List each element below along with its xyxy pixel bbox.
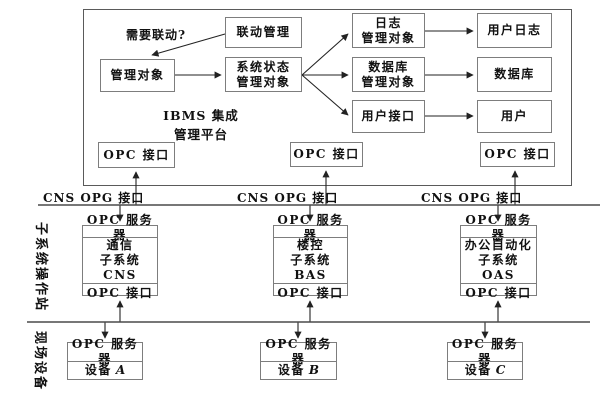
subsystem-opc-interface-label: OPC 接口 xyxy=(277,285,344,300)
node-linkage-management: 联动管理 xyxy=(225,17,302,48)
node-database-management-object: 数据库 管理对象 xyxy=(352,57,425,92)
platform-opc-interface-1: OPC 接口 xyxy=(98,142,175,168)
device-opc-server-label: OPC 服务器 xyxy=(451,336,519,366)
node-system-status-object: 系统状态 管理对象 xyxy=(225,57,302,92)
device-letter: A xyxy=(115,363,126,377)
platform-opc-interface-2: OPC 接口 xyxy=(290,142,363,167)
device-name-label: 设备 B xyxy=(261,360,336,380)
node-user: 用户 xyxy=(477,100,552,133)
bus-label-3: CNS OPG 接口 xyxy=(421,191,523,205)
subsystem-opc-server-label: OPC 服务器 xyxy=(86,213,154,242)
device-opc-server-label: OPC 服务器 xyxy=(265,336,332,366)
node-managed-object: 管理对象 xyxy=(100,59,175,92)
device-letter: B xyxy=(308,363,320,377)
subsystem-opc-server-label: OPC 服务器 xyxy=(277,213,344,242)
device-name-label: 设备 A xyxy=(68,360,142,380)
bus-label-1: CNS OPG 接口 xyxy=(43,191,145,205)
device-name-label: 设备 C xyxy=(448,360,522,380)
arrow-status-to-userif xyxy=(301,74,349,116)
device-box-c: OPC 服务器 设备 C xyxy=(447,336,523,380)
subsystem-box-bas: OPC 服务器 楼控 子系统 BAS OPC 接口 xyxy=(273,213,348,300)
subsystem-box-cns: OPC 服务器 通信 子系统 CNS OPC 接口 xyxy=(82,213,158,300)
device-letter: C xyxy=(495,363,506,377)
subsystem-box-oas: OPC 服务器 办公自动化 子系统 OAS OPC 接口 xyxy=(460,213,537,300)
device-box-a: OPC 服务器 设备 A xyxy=(67,336,143,380)
device-opc-server-label: OPC 服务器 xyxy=(71,336,139,366)
node-user-log: 用户日志 xyxy=(477,13,552,48)
subsystem-opc-interface-label: OPC 接口 xyxy=(86,285,154,300)
bus-label-2: CNS OPG 接口 xyxy=(237,191,339,205)
subsystem-opc-interface-label: OPC 接口 xyxy=(465,285,532,300)
subsystem-name-label: 楼控 子系统 BAS xyxy=(274,237,347,284)
subsystem-opc-server-label: OPC 服务器 xyxy=(465,213,532,242)
device-box-b: OPC 服务器 设备 B xyxy=(260,336,337,380)
device-prefix: 设备 xyxy=(464,363,492,377)
node-log-management-object: 日志 管理对象 xyxy=(352,13,425,48)
side-label-field-device: 现场设备 xyxy=(32,331,47,392)
side-label-subsystem-station: 子系统操作站 xyxy=(33,222,48,313)
arrow-linkage-to-managed xyxy=(151,33,226,57)
platform-opc-interface-3: OPC 接口 xyxy=(480,142,555,167)
subsystem-name-label: 办公自动化 子系统 OAS xyxy=(461,237,536,284)
device-prefix: 设备 xyxy=(277,363,305,377)
node-database: 数据库 xyxy=(477,57,552,92)
device-prefix: 设备 xyxy=(84,363,112,377)
question-label: 需要联动? xyxy=(125,28,187,42)
node-user-interface: 用户接口 xyxy=(352,100,425,133)
platform-title: IBMS 集成 管理平台 xyxy=(163,108,239,142)
arrow-status-to-log xyxy=(301,33,349,76)
subsystem-name-label: 通信 子系统 CNS xyxy=(83,237,157,284)
